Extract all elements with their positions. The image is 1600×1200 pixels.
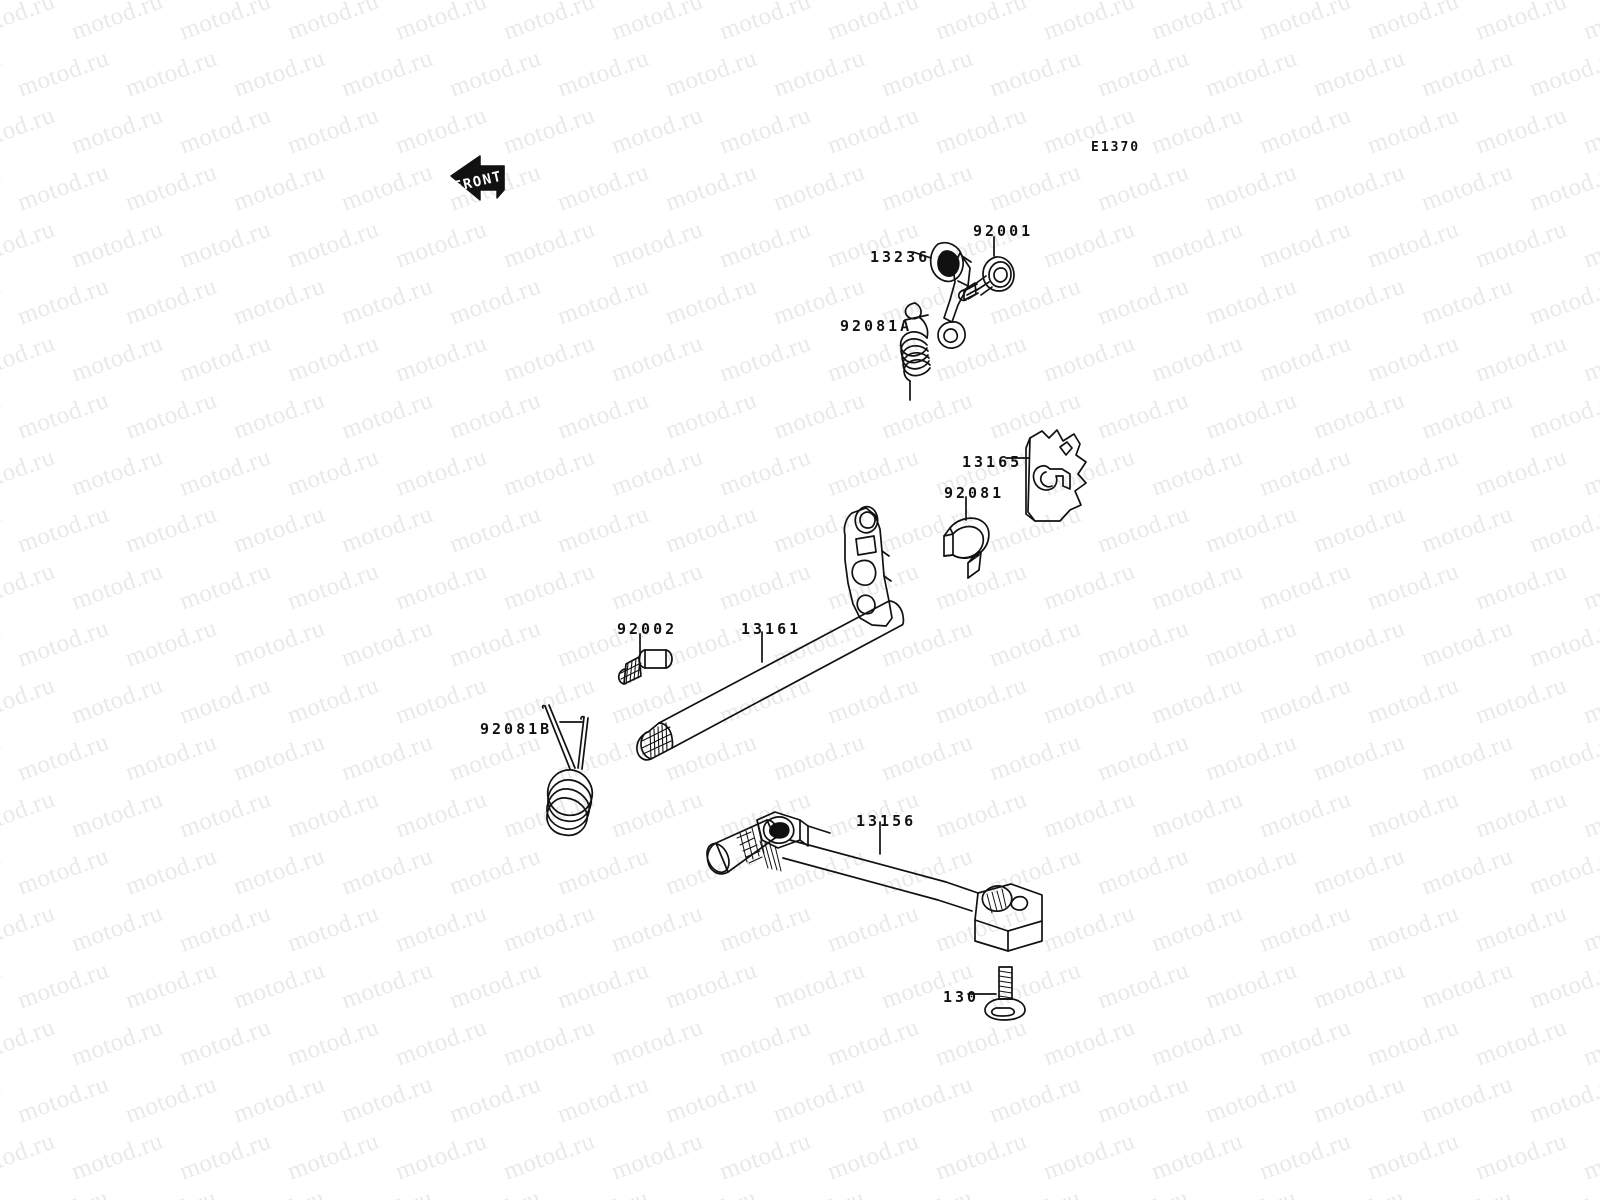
part-13236-shift-lever-pawl [929,241,972,349]
part-label-130: 130 [943,988,980,1006]
leader-92081A [904,314,929,321]
part-label-13156: 13156 [856,812,917,830]
sheet-code: E1370 [1091,140,1141,155]
part-130-pedal-bolt [984,966,1026,1021]
part-label-92081B: 92081B [480,720,553,738]
part-92081-spring-clip [943,517,990,579]
part-92002-set-screw [617,649,673,685]
part-13161-gear-change-shaft [636,505,905,761]
part-label-13165: 13165 [962,453,1023,471]
part-label-13161: 13161 [741,620,802,638]
part-label-92081: 92081 [944,484,1005,502]
part-92081B-torsion-spring [541,704,594,837]
leader-13236 [912,251,932,259]
part-label-92002: 92002 [617,620,678,638]
part-13165-shift-plate [1025,429,1087,522]
front-arrow-icon: FRONT [450,155,505,201]
part-label-92001: 92001 [973,222,1034,240]
part-13156-gear-change-pedal [706,811,1043,952]
part-label-92081A: 92081A [840,317,913,335]
part-label-13236: 13236 [870,248,931,266]
part-92001-flange-bolt [957,256,1015,302]
